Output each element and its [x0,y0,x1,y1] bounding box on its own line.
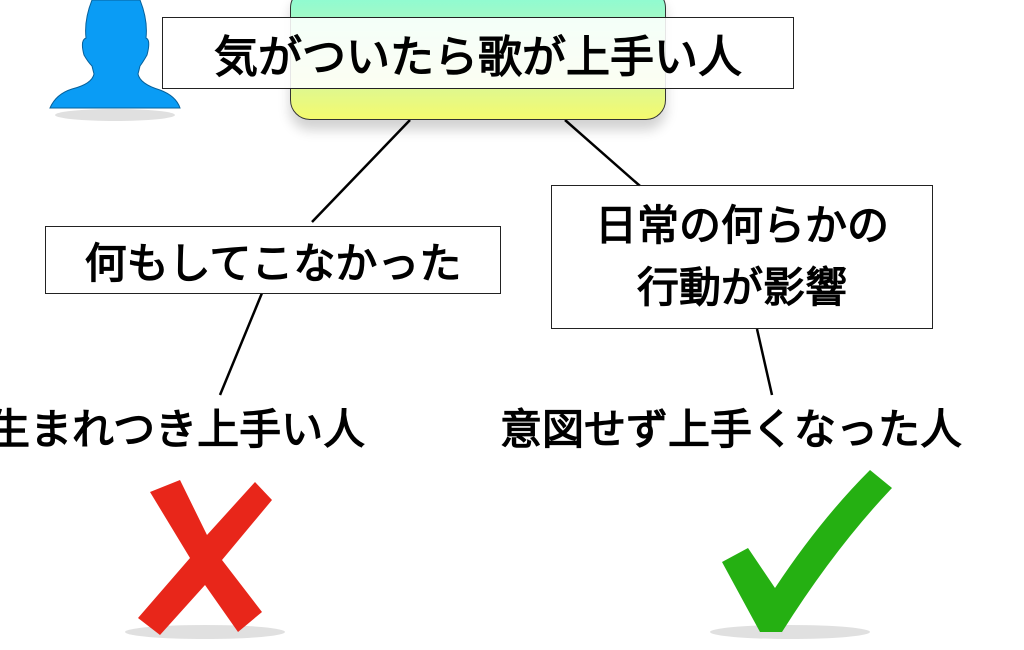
right-branch-line1: 日常の何らかの [594,201,889,250]
root-title-label: 気がついたら歌が上手い人 [162,17,794,89]
left-result-text: 生まれつき上手い人 [0,405,366,454]
right-branch-line2: 行動が影響 [636,263,847,312]
right-branch-label: 日常の何らかの 行動が影響 [551,185,933,329]
left-branch-label: 何もしてこなかった [45,226,501,294]
right-result-text: 意図せず上手くなった人 [500,405,963,454]
